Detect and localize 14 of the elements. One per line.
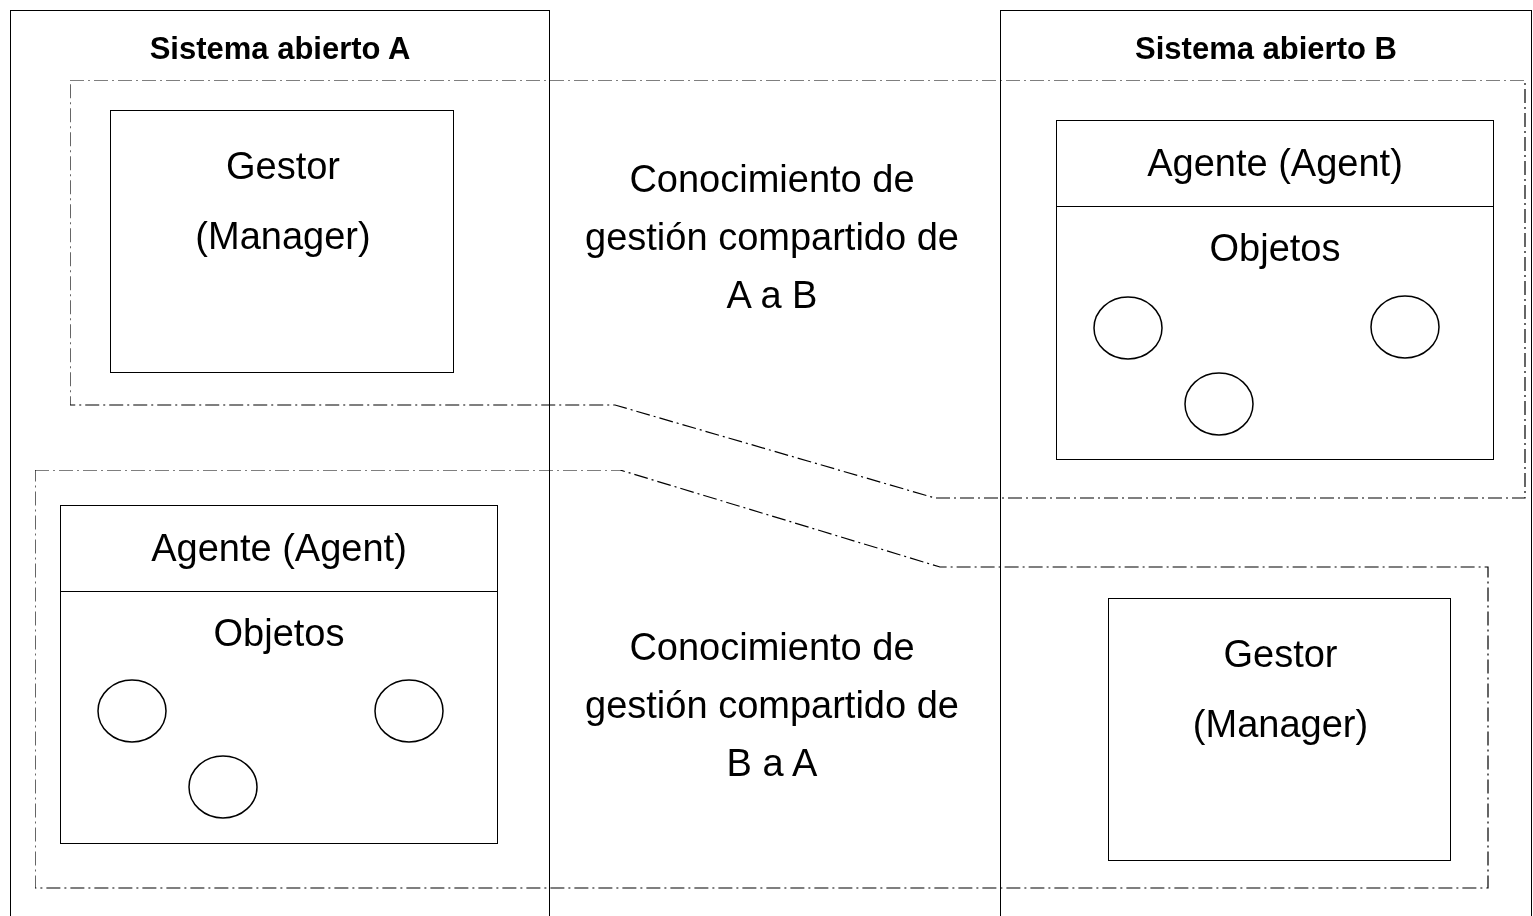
objects-label: Objetos [212,611,346,656]
shared-knowledge-text: Conocimiento de gestión compartido de B a A [584,625,960,786]
system-title: Sistema abierto A [148,31,412,67]
manager-box [1108,598,1451,861]
objects-label: Objetos [1208,226,1342,271]
system-title: Sistema abierto B [1134,31,1398,67]
manager-box [110,110,454,373]
agent-heading: Agente (Agent) [1057,121,1493,207]
agent-box [60,505,498,844]
manager-label: Gestor (Manager) [194,144,372,259]
shared-knowledge-text: Conocimiento de gestión compartido de A a B [584,157,960,318]
agent-heading: Agente (Agent) [61,506,497,592]
manager-label: Gestor (Manager) [1191,632,1370,747]
agent-box [1056,120,1494,460]
